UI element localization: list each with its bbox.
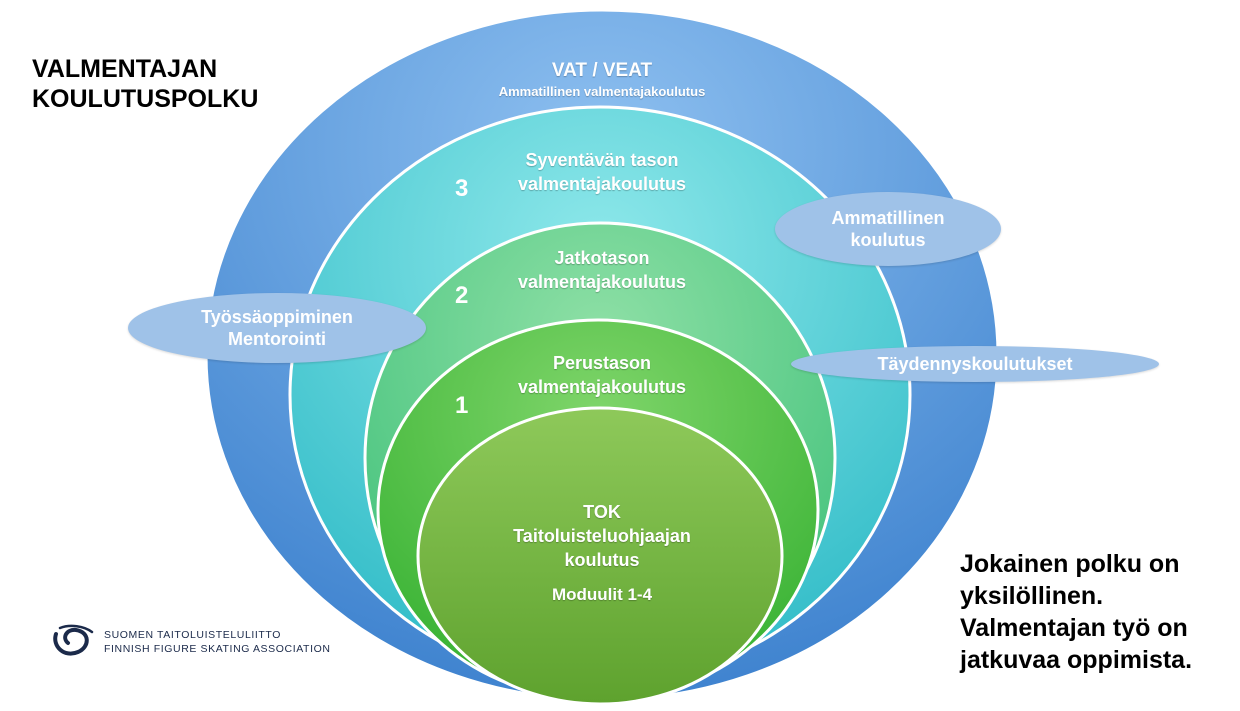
level-2-label: Jatkotason valmentajakoulutus <box>517 248 687 292</box>
circle-tok <box>416 406 784 706</box>
pill-supplementary-training: Täydennyskoulutukset <box>791 346 1159 382</box>
level-2-number: 2 <box>455 282 469 309</box>
skate-swirl-icon <box>53 624 94 656</box>
pill-vocational-training: Ammatillinen koulutus <box>775 192 1001 266</box>
level-1-label: Perustason valmentajakoulutus <box>517 353 687 397</box>
vat-subheading: Ammatillinen valmentajakoulutus <box>498 84 706 99</box>
tok-heading: TOK Taitoluisteluohjaajan koulutus <box>513 502 691 570</box>
pill-workplace-learning: Työssäoppiminen Mentorointi <box>128 293 426 363</box>
diagram-title: VALMENTAJAN KOULUTUSPOLKU <box>32 55 259 113</box>
vat-heading: VAT / VEAT <box>551 60 653 81</box>
level-1-number: 1 <box>455 392 469 419</box>
level-3-label: Syventävän tason valmentajakoulutus <box>517 150 687 194</box>
association-logo: SUOMEN TAITOLUISTELULIITTO FINNISH FIGUR… <box>50 622 331 662</box>
path-note: Jokainen polku on yksilöllinen. Valmenta… <box>960 550 1193 674</box>
logo-line-1: SUOMEN TAITOLUISTELULIITTO <box>104 629 282 641</box>
logo-line-2: FINNISH FIGURE SKATING ASSOCIATION <box>104 643 331 655</box>
tok-modules: Moduulit 1-4 <box>551 585 653 604</box>
level-3-number: 3 <box>455 175 469 202</box>
